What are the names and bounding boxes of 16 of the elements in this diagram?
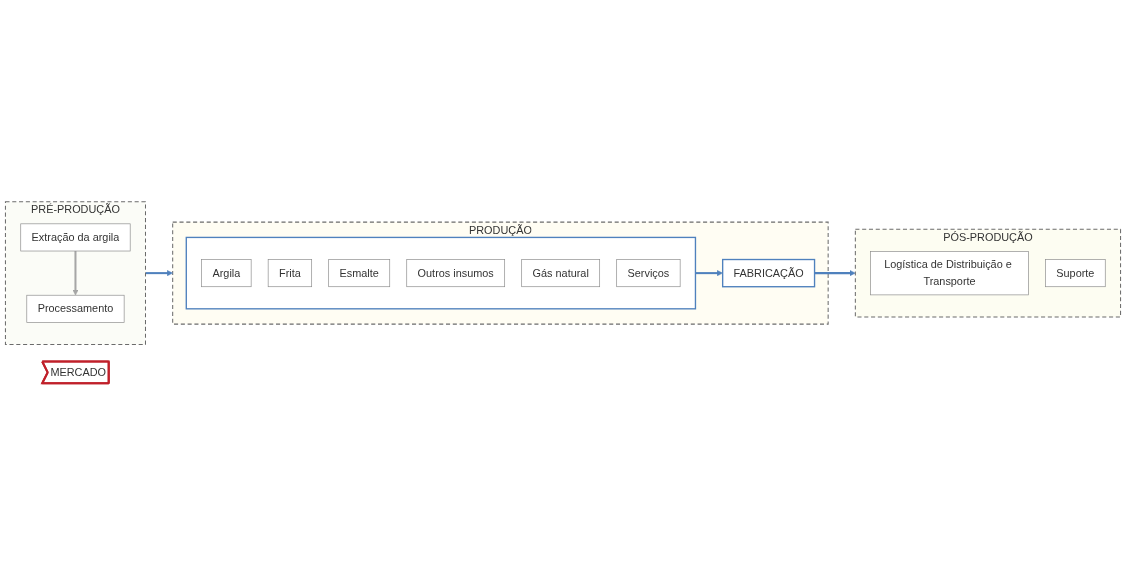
arrow: [814, 270, 856, 277]
node-box: Logística de Distribuição e Transporte: [870, 251, 1029, 296]
node-box: Suporte: [1045, 259, 1106, 288]
node-box: FABRICAÇÃO: [722, 258, 816, 288]
arrow: [72, 251, 79, 296]
arrow: [695, 270, 723, 277]
node-box: Argila: [201, 259, 252, 288]
cluster: [185, 236, 697, 310]
node-box: Serviços: [616, 259, 681, 288]
node-box: Frita: [267, 259, 312, 288]
node-box: Processamento: [26, 294, 125, 323]
node-box: Gás natural: [521, 259, 600, 288]
node-box: Outros insumos: [406, 259, 505, 288]
node-box: Esmalte: [328, 259, 391, 288]
node-box: Extração da argila: [20, 223, 131, 252]
arrow: [145, 270, 173, 277]
